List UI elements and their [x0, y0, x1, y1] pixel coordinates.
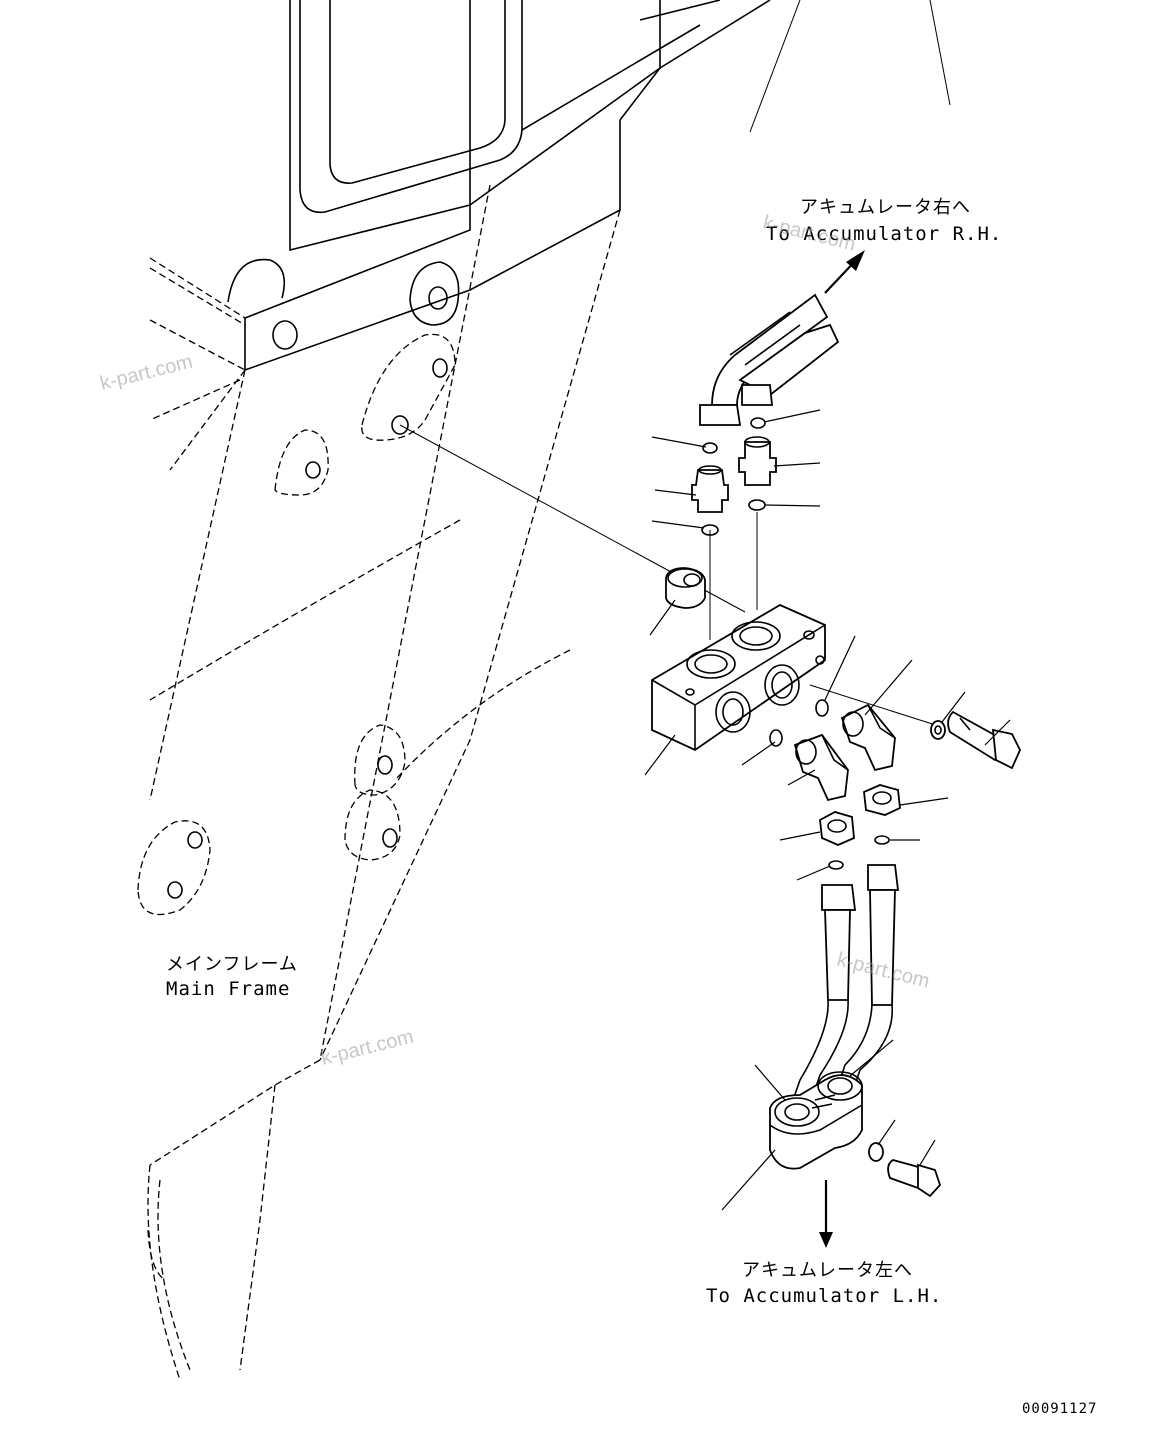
elbow-fittings	[769, 699, 896, 802]
drawing-number: 00091127	[1022, 1401, 1097, 1417]
watermark: k-part.com	[98, 351, 195, 395]
to-accumulator-lh-en: To Accumulator L.H.	[706, 1285, 942, 1307]
manifold-block	[651, 603, 826, 752]
main-frame-jp: メインフレーム	[166, 954, 298, 975]
to-accumulator-lh-jp: アキュムレータ左へ	[742, 1260, 913, 1281]
lower-fittings	[819, 784, 901, 870]
upper-bolt	[930, 710, 1021, 770]
to-accumulator-rh-en: To Accumulator R.H.	[766, 223, 1002, 245]
leader-lines	[644, 409, 1011, 1211]
watermark: k-part.com	[761, 212, 858, 256]
lower-hoses	[792, 864, 900, 1101]
main-frame-en: Main Frame	[166, 978, 290, 1000]
main-frame-outline	[137, 0, 951, 1381]
lower-clamp	[769, 1071, 942, 1248]
upper-fittings	[665, 417, 777, 609]
to-accumulator-rh-jp: アキュムレータ右へ	[800, 197, 971, 218]
upper-hoses	[699, 250, 865, 426]
